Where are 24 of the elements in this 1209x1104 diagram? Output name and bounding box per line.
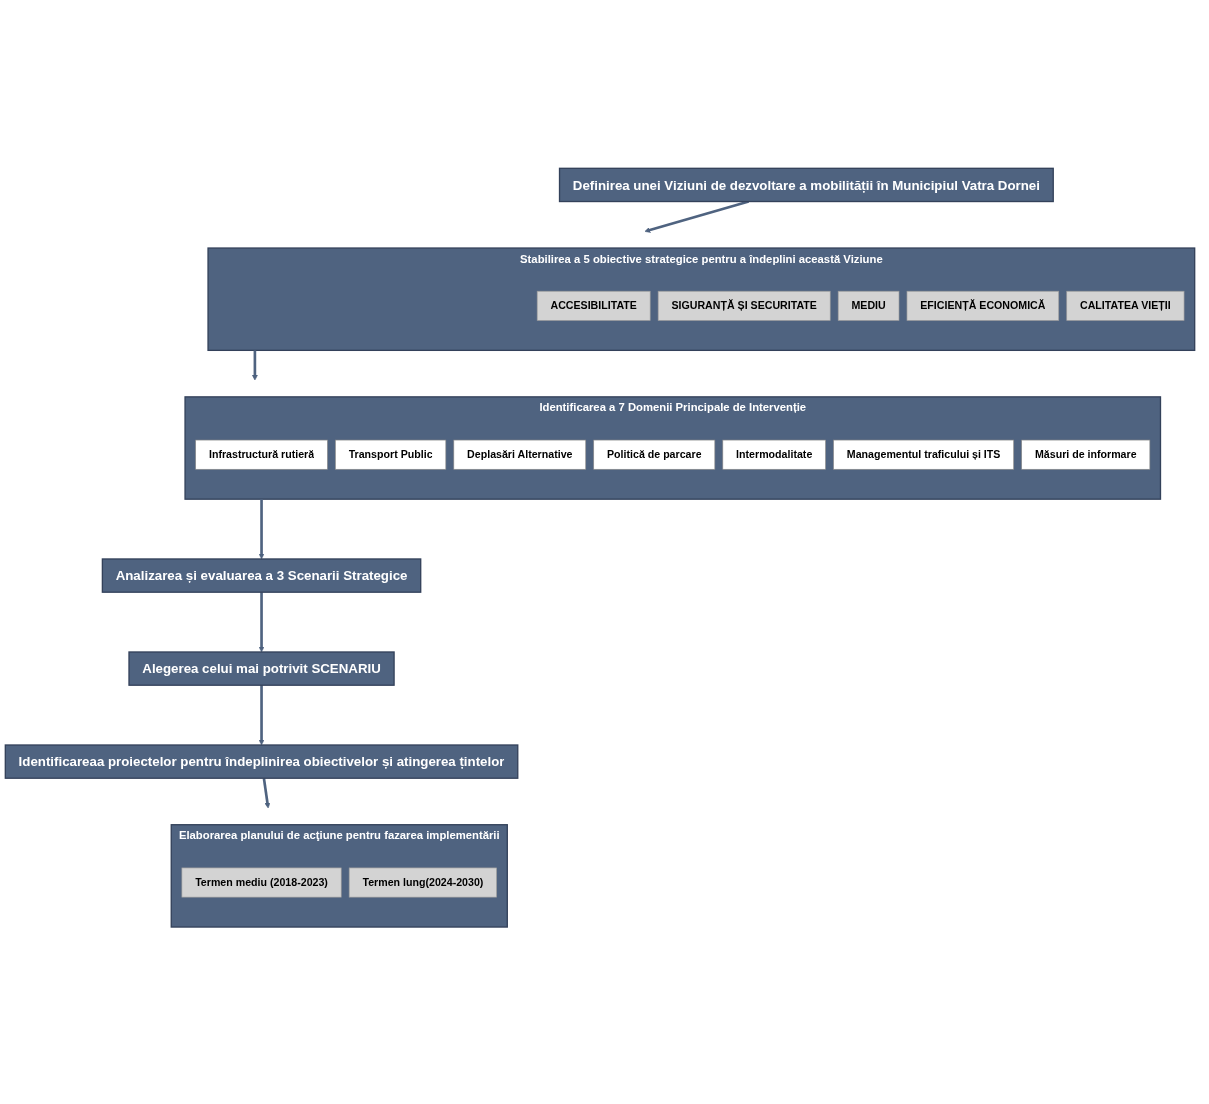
node-box: Transport Public <box>335 439 447 470</box>
node-box: Măsuri de informare <box>1021 439 1151 470</box>
arrow <box>262 777 271 809</box>
node-box: Alegerea celui mai potrivit SCENARIU <box>128 651 395 686</box>
node-box: Analizarea și evaluarea a 3 Scenarii Strategice <box>101 558 422 593</box>
node-box: Politică de parcare <box>593 439 716 470</box>
arrow <box>258 685 265 746</box>
node-box: EFICIENȚĂ ECONOMICĂ <box>906 290 1060 321</box>
node-box: Infrastructură rutieră <box>195 439 328 470</box>
node-box: Managementul traficului și ITS <box>833 439 1015 470</box>
node-box: MEDIU <box>837 290 900 321</box>
node-box: Definirea unei Viziuni de dezvoltare a mobilității în Municipiul Vatra Dornei <box>558 167 1054 202</box>
node-box: Identificareaa proiectelor pentru îndeplinirea obiectivelor și atingerea țintelor <box>4 744 519 779</box>
arrow <box>258 592 265 653</box>
node-box: SIGURANȚĂ ȘI SECURITATE <box>657 290 831 321</box>
node-box: ACCESIBILITATE <box>536 290 651 321</box>
node-box: Termen lung(2024-2030) <box>348 867 497 898</box>
arrow <box>644 200 750 233</box>
node-box: Deplasări Alternative <box>453 439 587 470</box>
node-box: Termen mediu (2018-2023) <box>181 867 342 898</box>
arrow <box>251 350 258 381</box>
arrow <box>258 499 265 560</box>
node-box: Intermodalitate <box>722 439 826 470</box>
node-box: CALITATEA VIEȚII <box>1066 290 1185 321</box>
